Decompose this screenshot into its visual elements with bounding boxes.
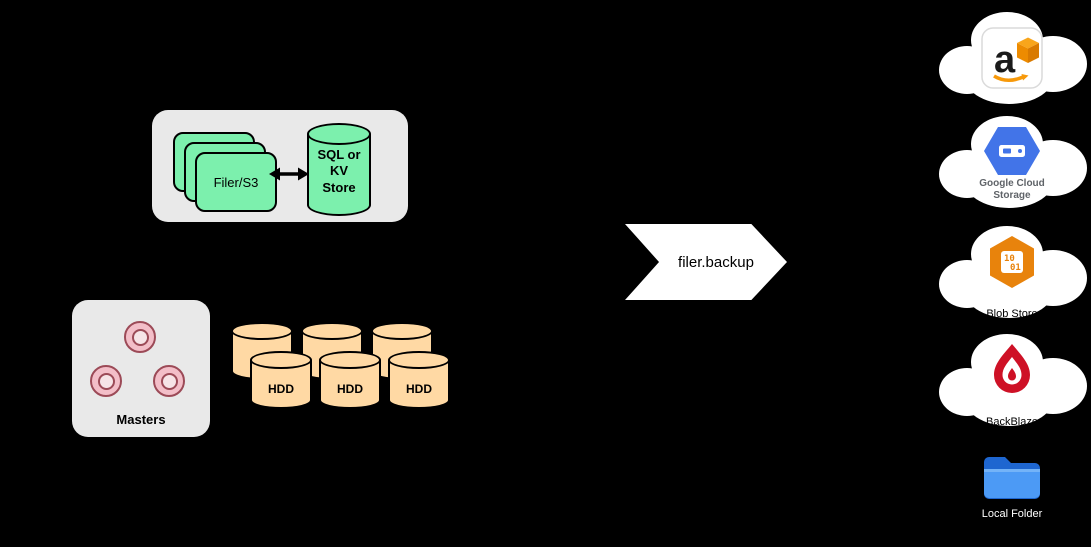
cloud-aws-s3: a: [933, 6, 1091, 108]
backblaze-label: BackBlaze: [986, 416, 1038, 428]
hdd-label: HDD: [406, 382, 432, 396]
folder-front: [984, 469, 1040, 498]
store-label-line: Store: [322, 179, 356, 195]
volume-hdd-cylinder: HDD: [388, 351, 450, 409]
cylinder-shape: [319, 351, 381, 369]
cylinder-shape: [307, 123, 371, 145]
local-folder-group: Local Folder: [962, 452, 1062, 520]
gcs-bar-dot: [1018, 149, 1022, 153]
cylinder-shape: [231, 322, 293, 340]
blob-binary-digits: 01: [1010, 263, 1021, 273]
cylinder-shape: [388, 351, 450, 369]
gcs-label-line: Google Cloud: [979, 178, 1045, 189]
hdd-label: HDD: [337, 382, 363, 396]
cylinder-shape: [301, 322, 363, 340]
store-label-line: KV: [329, 163, 349, 179]
sql-kv-store-cylinder: SQL or KV Store: [307, 123, 371, 216]
local-folder-icon: [984, 457, 1040, 499]
aws-s3-icon: a: [981, 27, 1043, 89]
blob-store-icon: 10 01: [990, 236, 1034, 288]
cylinder-shape: [250, 351, 312, 369]
backblaze-icon: [994, 344, 1030, 393]
amazon-smile: [993, 74, 1024, 82]
folder-highlight: [984, 469, 1040, 472]
cylinder-shape: [371, 322, 433, 340]
cloud-backblaze: BackBlaze: [933, 328, 1091, 430]
google-cloud-storage-icon: [984, 127, 1040, 175]
gcs-label: Google Cloud Storage: [933, 178, 1091, 202]
volume-hdd-cylinder: HDD: [319, 351, 381, 409]
master-node-icon: [124, 321, 156, 353]
volume-hdd-cylinder: HDD: [250, 351, 312, 409]
aws-cube-right: [1028, 43, 1039, 63]
blob-binary-digits: 10: [1004, 254, 1015, 264]
gcs-bar-dash: [1003, 148, 1011, 154]
store-label-line: SQL or: [317, 147, 361, 162]
gcs-label-line: Storage: [993, 190, 1031, 201]
cloud-blob-store: 10 01 Blob Store: [933, 220, 1091, 322]
master-node-icon: [153, 365, 185, 397]
filer-backup-label: filer.backup: [678, 253, 754, 271]
cylinder-shape: [307, 134, 371, 205]
amazon-a-letter: a: [994, 39, 1016, 81]
cloud-google-cloud-storage: Google Cloud Storage: [933, 110, 1091, 212]
masters-panel: Masters: [72, 300, 210, 437]
blob-store-label: Blob Store: [986, 308, 1038, 320]
local-folder-label: Local Folder: [981, 508, 1043, 520]
amazon-smile-tip: [1021, 74, 1029, 81]
filer-label: Filer/S3: [213, 174, 259, 190]
gcs-bar: [999, 145, 1025, 157]
aws-cube-left: [1017, 43, 1028, 63]
blob-inner-square: [1001, 251, 1023, 273]
hdd-label: HDD: [268, 382, 294, 396]
bidirectional-arrow-icon: [269, 167, 309, 181]
masters-label: Masters: [116, 412, 166, 427]
sql-kv-store-label: SQL or KV Store: [307, 147, 371, 196]
filer-backup-arrow: filer.backup: [625, 224, 787, 300]
master-node-icon: [90, 365, 122, 397]
filer-card: Filer/S3: [195, 152, 277, 212]
backblaze-flame-core: [1008, 368, 1016, 381]
